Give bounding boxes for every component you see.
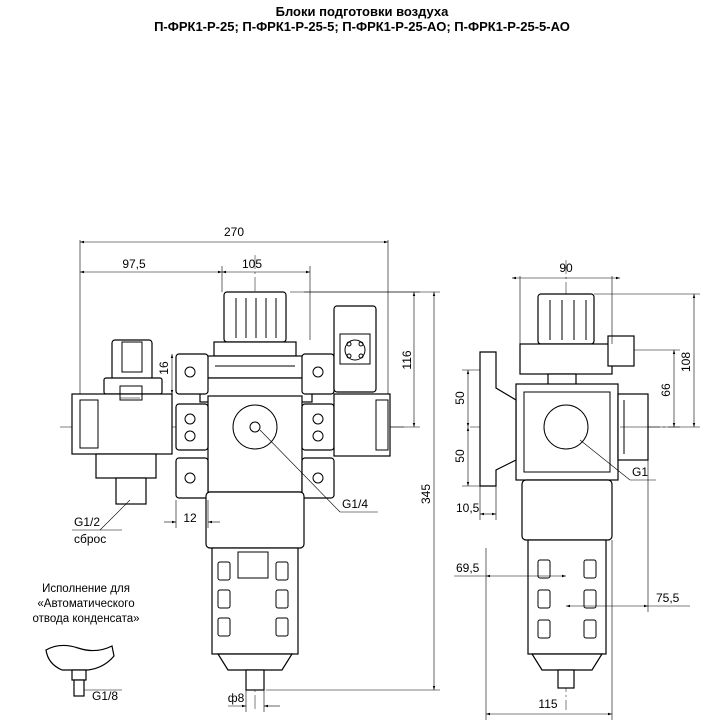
dim-270: 270 — [224, 225, 244, 239]
dim-66: 66 — [659, 383, 673, 397]
note-line-2: «Автоматического — [37, 598, 134, 610]
dim-116: 116 — [400, 350, 414, 369]
dim-115: 115 — [538, 697, 557, 711]
right-module — [333, 305, 391, 457]
dim-16: 16 — [157, 361, 171, 375]
dim-75-5: 75,5 — [656, 591, 680, 605]
dim-97-5: 97,5 — [122, 257, 146, 271]
note-line-3: отвода конденсата» — [32, 613, 139, 625]
dim-10-5: 10,5 — [456, 501, 480, 515]
left-module — [71, 339, 173, 505]
dim-50-lower: 50 — [453, 449, 467, 463]
title-line-1: Блоки подготовки воздуха — [275, 4, 449, 19]
label-sbros: сброс — [74, 532, 106, 546]
label-g1-2: G1/2 — [74, 515, 100, 529]
dim-108: 108 — [679, 352, 693, 372]
dim-345: 345 — [419, 484, 433, 504]
dim-105: 105 — [242, 257, 262, 271]
dim-12: 12 — [183, 511, 197, 525]
dim-69-5: 69,5 — [456, 561, 480, 575]
label-g1-8: G1/8 — [92, 689, 118, 703]
auto-drain-detail: Исполнение для «Автоматического отвода к… — [32, 583, 139, 703]
dim-50-upper: 50 — [453, 391, 467, 405]
label-g1: G1 — [632, 465, 648, 479]
side-view: 90 108 66 50 50 10,5 69,5 75,5 — [453, 260, 700, 720]
front-view: 270 97,5 105 116 16 345 12 G1/2 сброс — [60, 225, 440, 712]
note-line-1: Исполнение для — [42, 583, 130, 595]
dim-f8: ф8 — [228, 691, 245, 705]
dim-90: 90 — [559, 261, 573, 275]
label-g1-4: G1/4 — [342, 497, 368, 511]
title-line-2: П-ФРК1-Р-25; П-ФРК1-Р-25-5; П-ФРК1-Р-25-… — [154, 19, 570, 34]
center-module — [175, 291, 335, 691]
